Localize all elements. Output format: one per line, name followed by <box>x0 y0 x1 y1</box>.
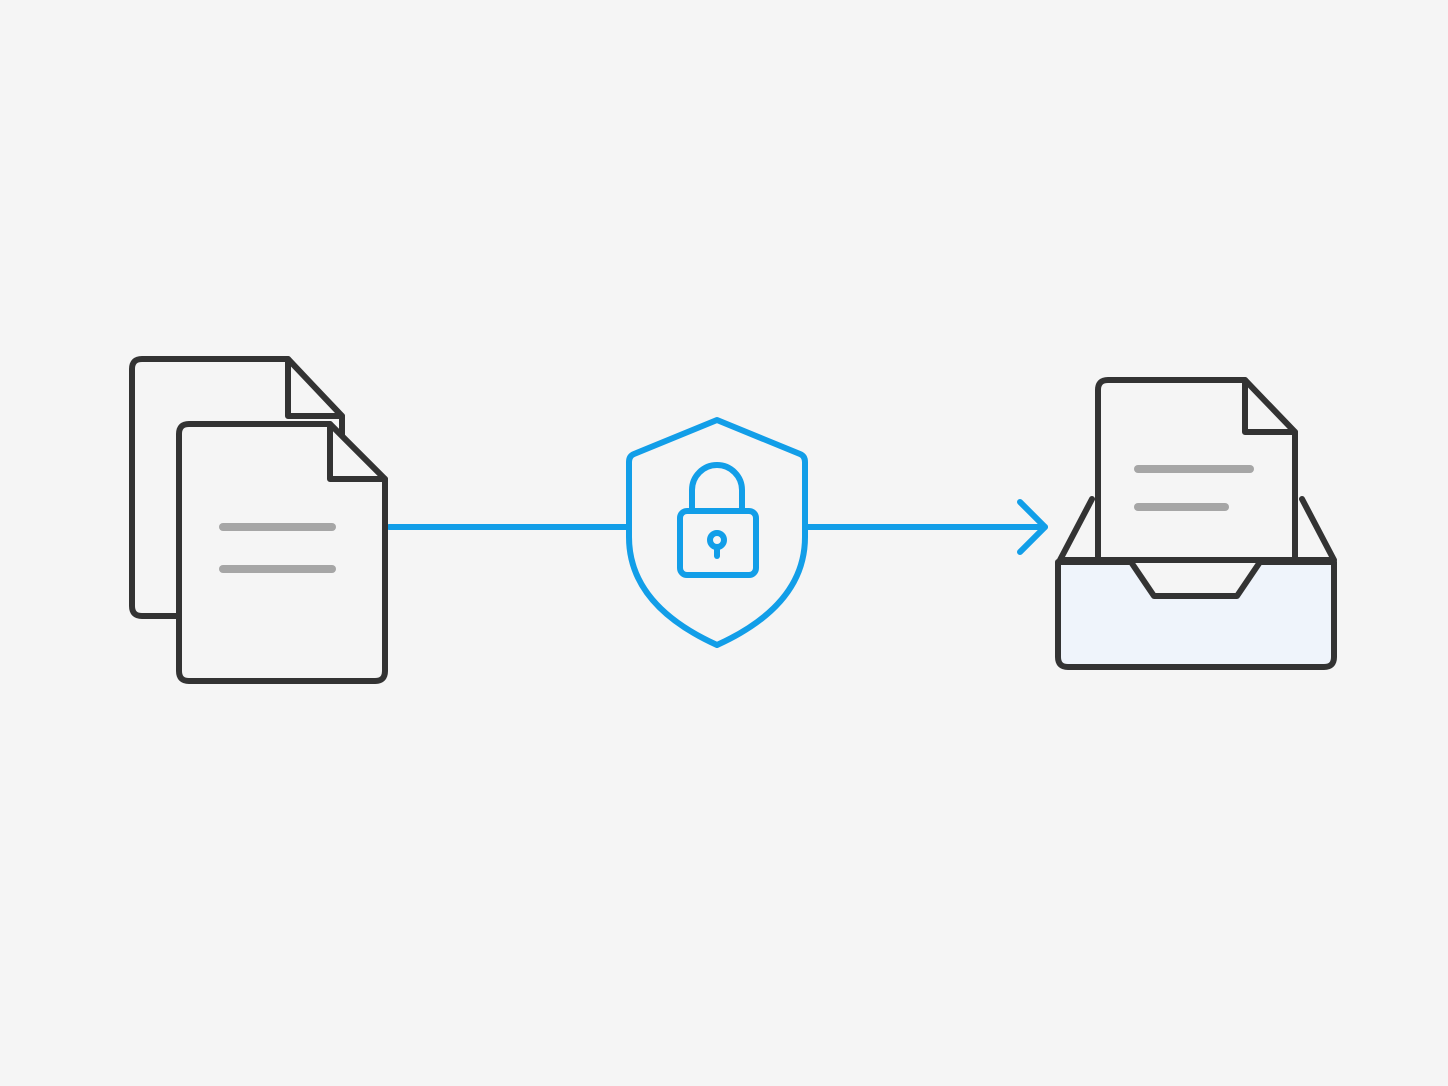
inbox-document <box>1095 377 1298 563</box>
arrowhead-icon <box>1017 499 1048 555</box>
document-front <box>176 421 388 684</box>
connector-shield-to-inbox <box>805 499 1048 555</box>
inbox-tray-icon <box>1055 377 1337 670</box>
tray-front <box>1055 559 1337 670</box>
lock-body <box>677 508 759 578</box>
lock-shackle <box>689 462 745 514</box>
documents-icon <box>129 356 388 684</box>
shield-lock-icon <box>626 417 808 648</box>
